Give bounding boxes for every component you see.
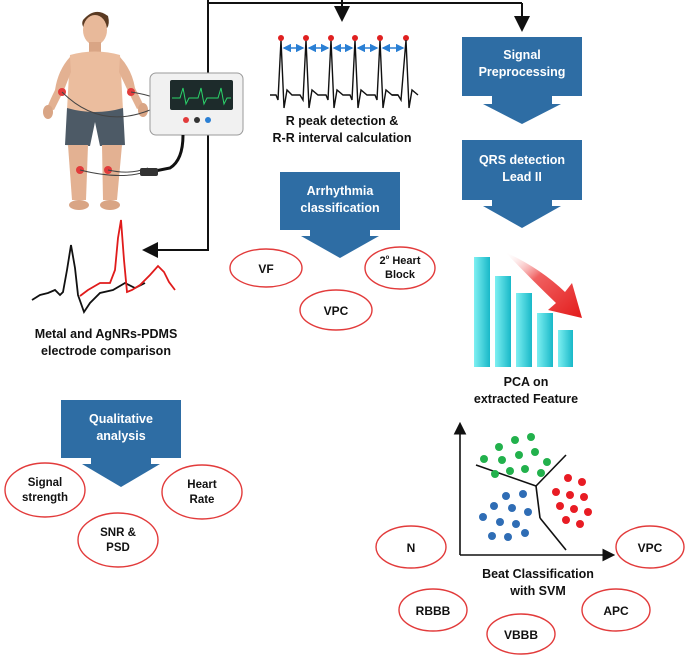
- oval-vpc-arrhythmia: VPC: [299, 289, 373, 331]
- qualitative-analysis-block: Qualitative analysis: [61, 400, 181, 487]
- oval-n: N: [375, 525, 447, 569]
- qrs-detection-line2: Lead II: [502, 170, 542, 184]
- oval-rbbb-label: RBBB: [416, 604, 451, 618]
- beat-classification-line1: Beat Classification: [482, 567, 594, 581]
- oval-heart-line2: Rate: [190, 494, 215, 506]
- oval-heart-line1: Heart: [187, 479, 217, 491]
- svm-decision-boundaries: [475, 454, 567, 551]
- svm-red-cluster: [552, 474, 592, 528]
- ecg-monitor-device-icon: [140, 72, 244, 176]
- decline-arrow-icon: [505, 252, 582, 318]
- svm-green-cluster: [480, 433, 551, 478]
- oval-vbbb: VBBB: [486, 613, 556, 655]
- oval-heart-block: 2o Heart Block: [364, 246, 436, 290]
- oval-signal-strength: Signal strength: [4, 462, 86, 518]
- oval-snr-line2: PSD: [106, 542, 130, 554]
- pca-label-line2: extracted Feature: [474, 392, 578, 406]
- qualitative-line2: analysis: [96, 429, 145, 443]
- qualitative-line1: Qualitative: [89, 412, 153, 426]
- svm-plot: [453, 421, 616, 562]
- patient-figure-icon: [43, 11, 161, 210]
- oval-vf-label: VF: [258, 262, 273, 276]
- oval-apc: APC: [581, 588, 651, 632]
- oval-vf: VF: [229, 248, 303, 288]
- oval-n-label: N: [407, 541, 416, 555]
- oval-signal-line1: Signal: [28, 477, 63, 489]
- oval-vpc-arrhythmia-label: VPC: [324, 304, 349, 318]
- signal-preprocessing-line1: Signal: [503, 48, 541, 62]
- oval-vbbb-label: VBBB: [504, 628, 538, 642]
- oval-signal-line2: strength: [22, 492, 68, 504]
- electrode-label-line1: Metal and AgNRs-PDMS: [35, 327, 178, 341]
- arrhythmia-line2: classification: [300, 201, 379, 215]
- oval-heart-block-line1: 2o Heart: [380, 255, 421, 267]
- oval-heart-rate: Heart Rate: [161, 464, 243, 520]
- oval-vpc-beat-label: VPC: [638, 541, 663, 555]
- pca-bar-chart-icon: [474, 252, 582, 367]
- oval-snr-line1: SNR &: [100, 527, 136, 539]
- signal-preprocessing-block: Signal Preprocessing: [462, 37, 582, 124]
- signal-preprocessing-line2: Preprocessing: [479, 65, 566, 79]
- rpeak-label-line1: R peak detection &: [286, 114, 399, 128]
- qrs-detection-line1: QRS detection: [479, 153, 565, 167]
- oval-vpc-beat: VPC: [615, 525, 685, 569]
- oval-heart-block-line2: Block: [385, 269, 416, 281]
- electrode-comparison-traces: [31, 219, 176, 314]
- pca-label-line1: PCA on: [504, 375, 549, 389]
- oval-rbbb: RBBB: [398, 588, 468, 632]
- rpeak-label-line2: R-R interval calculation: [273, 131, 412, 145]
- svm-blue-cluster: [479, 490, 532, 541]
- arrhythmia-line1: Arrhythmia: [307, 184, 375, 198]
- beat-classification-line2: with SVM: [509, 584, 566, 598]
- metal-electrode-trace: [31, 244, 146, 314]
- qrs-detection-block: QRS detection Lead II: [462, 140, 582, 228]
- arrhythmia-classification-block: Arrhythmia classification: [280, 172, 400, 258]
- oval-snr-psd: SNR & PSD: [77, 512, 159, 568]
- rr-interval-trace: [270, 35, 419, 109]
- electrode-label-line2: electrode comparison: [41, 344, 171, 358]
- oval-apc-label: APC: [603, 604, 629, 618]
- r-peak-markers: [278, 35, 409, 41]
- agnrs-electrode-trace: [79, 219, 176, 297]
